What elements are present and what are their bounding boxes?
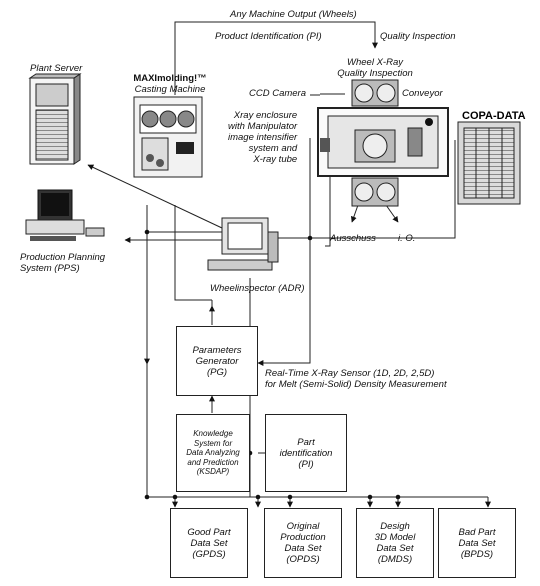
pc-icon	[207, 217, 279, 271]
copa-data-label: COPA-DATA	[462, 110, 526, 122]
casting-machine-label: Casting Machine	[134, 84, 206, 95]
dmds-box: Desigh 3D Model Data Set (DMDS)	[356, 508, 434, 578]
maximolding-label: MAXImolding!™	[133, 73, 207, 84]
product-identification-label: Product Identification (PI)	[215, 31, 322, 42]
casting-machine-icon	[133, 96, 203, 178]
sensor-label-2: for Melt (Semi-Solid) Density Measuremen…	[265, 379, 447, 390]
part-identification-box: Part identification (PI)	[265, 414, 347, 492]
server-tower-icon	[28, 73, 82, 165]
ccd-camera-label: CCD Camera	[249, 88, 307, 99]
xray-enclosure-label: Xray enclosure with Manipulator image in…	[228, 110, 298, 165]
pps-label: Production Planning	[20, 252, 106, 263]
machine-output-label: Any Machine Output (Wheels)	[230, 9, 357, 20]
pps-label-2: System (PPS)	[20, 263, 80, 274]
fan-unit-icon	[351, 79, 399, 207]
control-cabinet-icon	[457, 121, 521, 205]
io-label: i. O.	[398, 233, 416, 244]
wheel-xray-label-2: Quality Inspection	[337, 68, 413, 79]
bpds-box: Bad Part Data Set (BPDS)	[438, 508, 516, 578]
sensor-label: Real-Time X-Ray Sensor (1D, 2D, 2,5D)	[265, 368, 435, 379]
plant-server-label: Plant Server	[30, 63, 83, 74]
radiation-icon	[425, 118, 433, 126]
ksdap-box: Knowledge System for Data Analyzing and …	[176, 414, 250, 492]
gpds-box: Good Part Data Set (GPDS)	[170, 508, 248, 578]
opds-box: Original Production Data Set (OPDS)	[264, 508, 342, 578]
wheel-xray-label: Wheel X-Ray	[347, 57, 403, 68]
wheelinspector-label: Wheelinspector (ADR)	[210, 283, 305, 294]
workstation-icon	[25, 189, 105, 241]
conveyor-label: Conveyor	[402, 88, 443, 99]
quality-inspection-label: Quality Inspection	[380, 31, 456, 42]
parameters-generator-box: Parameters Generator (PG)	[176, 326, 258, 396]
ausschuss-label: Ausschuss	[330, 233, 376, 244]
